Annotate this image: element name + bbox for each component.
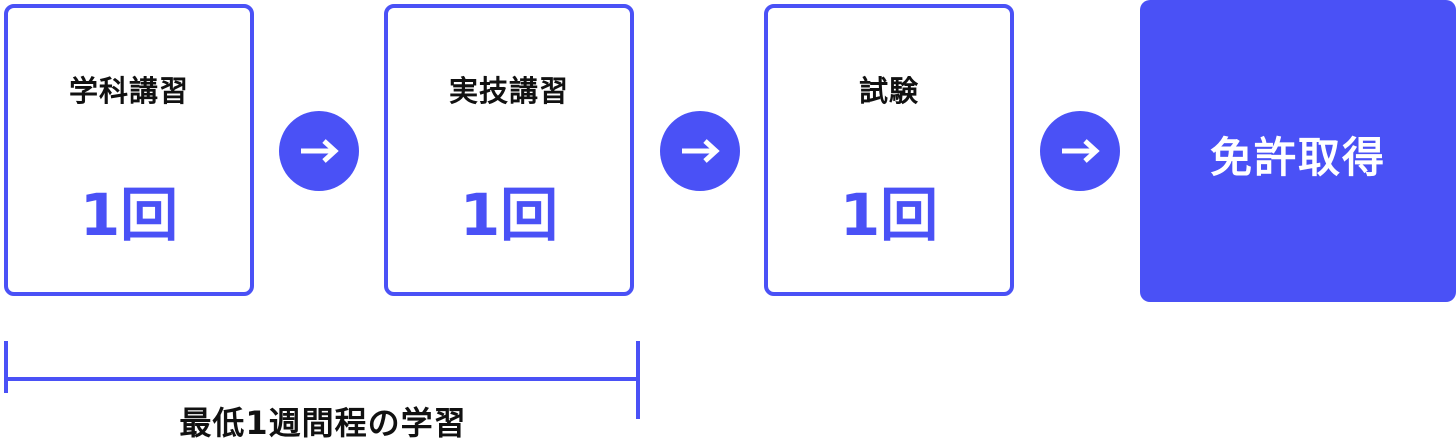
step-count: 1回 <box>459 181 559 249</box>
step-practical-lecture: 実技講習 1回 <box>384 4 634 296</box>
step-title: 学科講習 <box>68 74 189 108</box>
step-exam: 試験 1回 <box>764 4 1014 296</box>
step-title: 実技講習 <box>448 74 569 108</box>
step-count: 1回 <box>79 181 179 249</box>
duration-label: 最低1週間程の学習 <box>179 404 467 442</box>
arrow-right-icon <box>660 111 740 191</box>
goal-license-acquired: 免許取得 <box>1140 0 1456 302</box>
step-academic-lecture: 学科講習 1回 <box>4 4 254 296</box>
goal-label: 免許取得 <box>1209 133 1386 182</box>
step-title: 試験 <box>858 74 919 108</box>
duration-bracket <box>4 341 640 419</box>
step-count: 1回 <box>839 181 939 249</box>
arrow-right-icon <box>279 111 359 191</box>
arrow-right-icon <box>1040 111 1120 191</box>
